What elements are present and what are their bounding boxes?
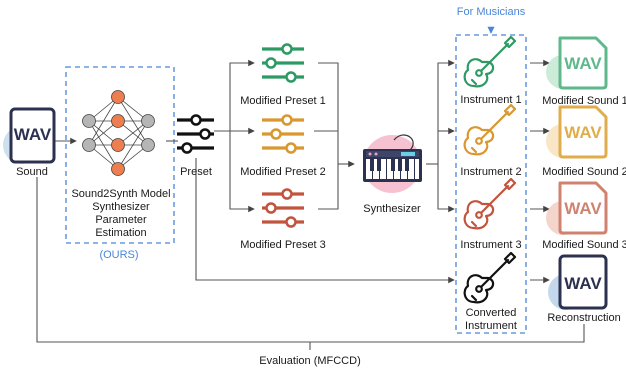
modified-sound-3-label: Modified Sound 3 (542, 239, 626, 251)
keyboard-synthesizer-icon (363, 134, 422, 193)
modified-sound-1-label: Modified Sound 1 (542, 95, 626, 107)
modified-preset-3-sliders-icon (262, 188, 304, 228)
modified-sound-1-wav-file-icon: WAV (546, 36, 608, 90)
guitar-icon-1 (463, 35, 517, 88)
reconstruction-label: Reconstruction (547, 312, 620, 324)
modified-sound-2-wav-file-icon: WAV (546, 105, 608, 159)
guitar-icon-3 (463, 177, 517, 230)
evaluation-label: Evaluation (MFCCD) (259, 355, 360, 367)
instrument-2-label: Instrument 2 (460, 166, 521, 178)
converted-label-line1: Converted (466, 307, 517, 319)
sound-wav-file-icon: WAV (3, 107, 56, 164)
wav-label: WAV (564, 274, 602, 293)
modified-sound-3-wav-file-icon: WAV (546, 181, 608, 235)
instrument-3-label: Instrument 3 (460, 239, 521, 251)
reconstruction-wav-file-icon: WAV (548, 254, 608, 310)
model-title-line4: Estimation (95, 227, 146, 239)
modified-preset-1-sliders-icon (262, 43, 304, 83)
model-title-line3: Parameter (95, 214, 147, 226)
synthesizer-label: Synthesizer (363, 203, 421, 215)
model-title-line1: Sound2Synth Model (71, 188, 170, 200)
modified-preset-2-label: Modified Preset 2 (240, 166, 326, 178)
guitar-icon-converted (463, 251, 517, 304)
for-musicians-label: For Musicians (457, 6, 526, 18)
converted-label-line2: Instrument (465, 320, 517, 332)
guitar-icon-2 (463, 103, 517, 156)
preset-sliders-icon (177, 114, 214, 154)
preset-label: Preset (180, 166, 212, 178)
connectors (36, 59, 585, 350)
modified-sound-2-label: Modified Sound 2 (542, 166, 626, 178)
wav-label: WAV (564, 123, 602, 142)
wav-label: WAV (564, 199, 602, 218)
instruments-dashed-box (455, 34, 527, 334)
model-dashed-box (65, 66, 175, 244)
instrument-1-label: Instrument 1 (460, 94, 521, 106)
modified-preset-2-sliders-icon (262, 114, 304, 154)
wav-label: WAV (564, 54, 602, 73)
wav-label: WAV (14, 125, 52, 144)
neural-network-icon (82, 90, 155, 176)
model-title-line2: Synthesizer (92, 201, 150, 213)
modified-preset-3-label: Modified Preset 3 (240, 239, 326, 251)
sound-label: Sound (16, 166, 48, 178)
modified-preset-1-label: Modified Preset 1 (240, 95, 326, 107)
ours-label: (OURS) (99, 249, 138, 261)
